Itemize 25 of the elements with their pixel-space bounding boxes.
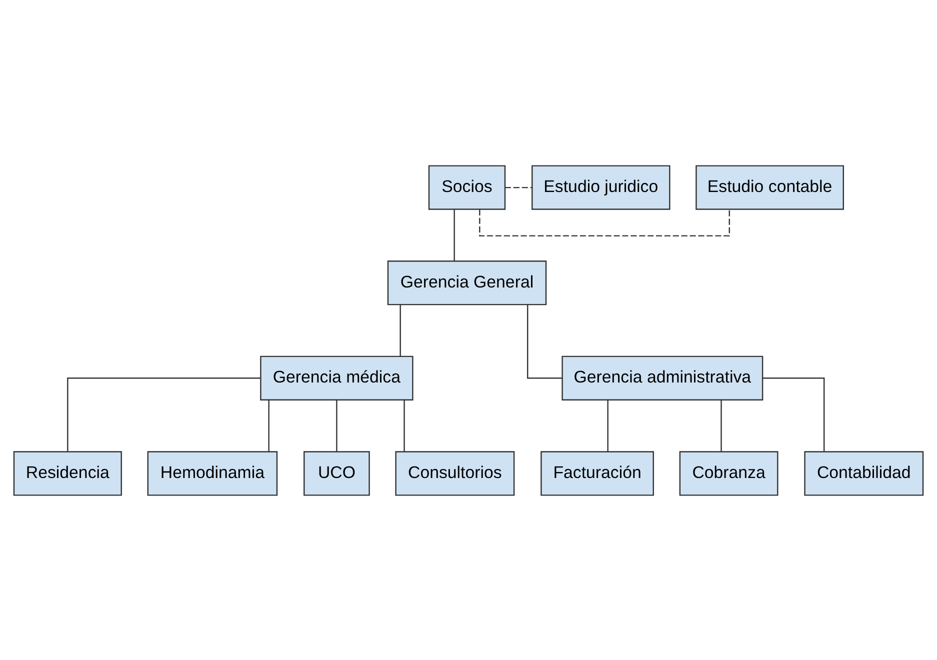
connector	[454, 209, 455, 260]
connector	[400, 304, 401, 356]
node-box: Facturación	[540, 450, 654, 496]
node-box: Consultorios	[395, 450, 515, 496]
node-box: Gerencia médica	[260, 355, 414, 400]
node-box: Socios	[428, 164, 506, 210]
connector	[720, 400, 722, 451]
node-box: Estudio contable	[696, 164, 844, 210]
connector	[404, 400, 405, 451]
connector	[336, 400, 338, 451]
connector	[505, 186, 532, 188]
node-box: Contabilidad	[804, 450, 924, 496]
node-box: Gerencia administrativa	[562, 355, 764, 400]
node-box: Hemodinamia	[147, 450, 278, 496]
connector	[268, 400, 270, 451]
connector	[479, 208, 730, 236]
connector	[527, 304, 562, 378]
node-box: Cobranza	[679, 450, 778, 496]
node-box: UCO	[304, 450, 370, 496]
connector	[762, 377, 825, 451]
node-box: Estudio juridico	[532, 164, 670, 210]
node-box: Residencia	[13, 450, 122, 496]
connector	[67, 377, 261, 451]
connector	[607, 400, 608, 451]
node-box: Gerencia General	[387, 260, 547, 305]
